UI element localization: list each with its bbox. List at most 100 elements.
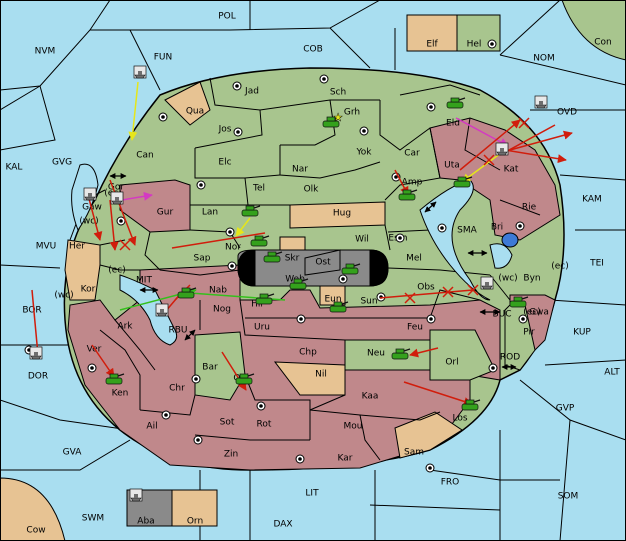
tank-icon[interactable]	[391, 348, 411, 360]
territory-label-buc: BUC	[492, 310, 511, 320]
territory-label-tei: TEI	[589, 259, 604, 269]
cross-marks	[119, 117, 530, 304]
tank-icon[interactable]	[322, 116, 342, 128]
territory-label-sap: Sap	[194, 254, 211, 264]
territory-label-con: Con	[594, 38, 612, 48]
supply-center-icon	[116, 216, 126, 226]
territory-label-orl: Orl	[445, 358, 458, 368]
territory-label-lit: LIT	[305, 489, 319, 499]
inner-core	[237, 249, 389, 287]
territory-label-dor: DOR	[28, 372, 48, 382]
double-arrow-icon	[109, 173, 517, 370]
ship-icon[interactable]	[133, 65, 147, 79]
territory-label-fro: FRO	[441, 478, 460, 488]
territory-label-ver: Ver	[87, 345, 102, 355]
territory-label-mel: Mel	[406, 254, 422, 264]
ship-icon[interactable]	[480, 276, 494, 290]
tank-icon[interactable]	[329, 301, 349, 313]
ship-icon[interactable]	[29, 346, 43, 360]
supply-center-icon	[515, 221, 525, 231]
star-icon: ★	[333, 111, 343, 124]
territory-label-car: Car	[404, 149, 420, 159]
territory-label-elc: Elc	[218, 158, 231, 168]
territory-label-jad: Jad	[244, 87, 259, 97]
territory-elf[interactable]	[406, 14, 458, 52]
territory-label-mvu: MVU	[36, 242, 57, 252]
territory-label-amp: Amp	[402, 178, 423, 188]
coast-tag: (wc)	[54, 291, 73, 301]
territory-label-hug: Hug	[333, 209, 351, 219]
territory-label-ail: Ail	[146, 422, 157, 432]
territory-label-sma: SMA	[457, 226, 477, 236]
supply-center-icon	[158, 112, 168, 122]
tank-icon[interactable]	[105, 373, 125, 385]
supply-center-icon	[232, 81, 242, 91]
supply-center-icon	[161, 410, 171, 420]
ship-icon[interactable]	[495, 142, 509, 156]
tank-icon[interactable]	[453, 176, 473, 188]
ship-icon[interactable]	[110, 191, 124, 205]
territory-label-lan: Lan	[202, 208, 218, 218]
territory-label-uru: Uru	[254, 323, 270, 333]
tank-icon[interactable]	[461, 399, 481, 411]
territory-label-yok: Yok	[355, 148, 372, 158]
units-layer	[29, 65, 548, 502]
territory-label-her: Her	[69, 242, 85, 252]
territory-label-kar: Kar	[338, 454, 353, 464]
ship-icon[interactable]	[534, 95, 548, 109]
territory-label-swm: SWM	[82, 514, 104, 524]
coast-tag: (ec)	[551, 262, 569, 272]
territory-label-gur: Gur	[157, 208, 174, 218]
territory-label-wil: Wil	[355, 235, 369, 245]
territory-label-chr: Chr	[169, 384, 185, 394]
ship-icon[interactable]	[155, 303, 169, 317]
tank-icon[interactable]	[341, 263, 361, 275]
territory-label-elf: Elf	[426, 40, 438, 50]
supply-center-icon	[518, 314, 528, 324]
tank-icon[interactable]	[509, 296, 529, 308]
territory-label-alt: ALT	[604, 368, 620, 378]
territory-label-sam: Sam	[404, 448, 424, 458]
territory-label-dax: DAX	[273, 520, 292, 530]
territory-label-feu: Feu	[407, 323, 423, 333]
territory-label-aba: Aba	[137, 517, 154, 527]
territory-label-grh: Grh	[344, 108, 360, 118]
tank-icon[interactable]	[446, 97, 466, 109]
territory-label-sch: Sch	[330, 88, 346, 98]
supply-center-icon	[338, 274, 348, 284]
territory-label-can: Can	[136, 151, 154, 161]
territory-label-ken: Ken	[112, 389, 129, 399]
tank-icon[interactable]	[263, 251, 283, 263]
supply-center-icon	[488, 363, 498, 373]
ship-icon[interactable]	[83, 187, 97, 201]
territory-label-rot: Rot	[257, 420, 272, 430]
territory-label-nil: Nil	[315, 370, 327, 380]
territory-label-mou: Mou	[344, 422, 363, 432]
tank-icon[interactable]	[177, 287, 197, 299]
territory-label-zin: Zin	[224, 450, 238, 460]
supply-center-icon	[87, 363, 97, 373]
supply-center-icon	[196, 180, 206, 190]
tank-icon[interactable]	[398, 189, 418, 201]
tank-icon[interactable]	[241, 205, 261, 217]
tank-icon[interactable]	[289, 278, 309, 290]
coast-tag: (wc)	[498, 274, 517, 284]
territory-label-bri: Bri	[491, 223, 503, 233]
territory-label-som: SOM	[558, 492, 579, 502]
territory-label-sot: Sot	[220, 418, 235, 428]
territory-label-hil: Hil	[251, 300, 263, 310]
tank-icon[interactable]	[250, 235, 270, 247]
tank-icon[interactable]	[235, 373, 255, 385]
territory-label-hel: Hel	[467, 40, 482, 50]
territory-label-kup: KUP	[573, 328, 591, 338]
supply-center-icon	[426, 102, 436, 112]
territory-label-byn: Byn	[523, 274, 540, 284]
territory-label-eld: Eld	[446, 119, 460, 129]
territory-orn[interactable]	[171, 489, 218, 527]
territory-label-chp: Chp	[299, 348, 317, 358]
tank-icon[interactable]	[255, 293, 275, 305]
territory-label-ark: Ark	[117, 322, 133, 332]
supply-center-icon	[487, 39, 497, 49]
ship-icon[interactable]	[129, 488, 143, 502]
